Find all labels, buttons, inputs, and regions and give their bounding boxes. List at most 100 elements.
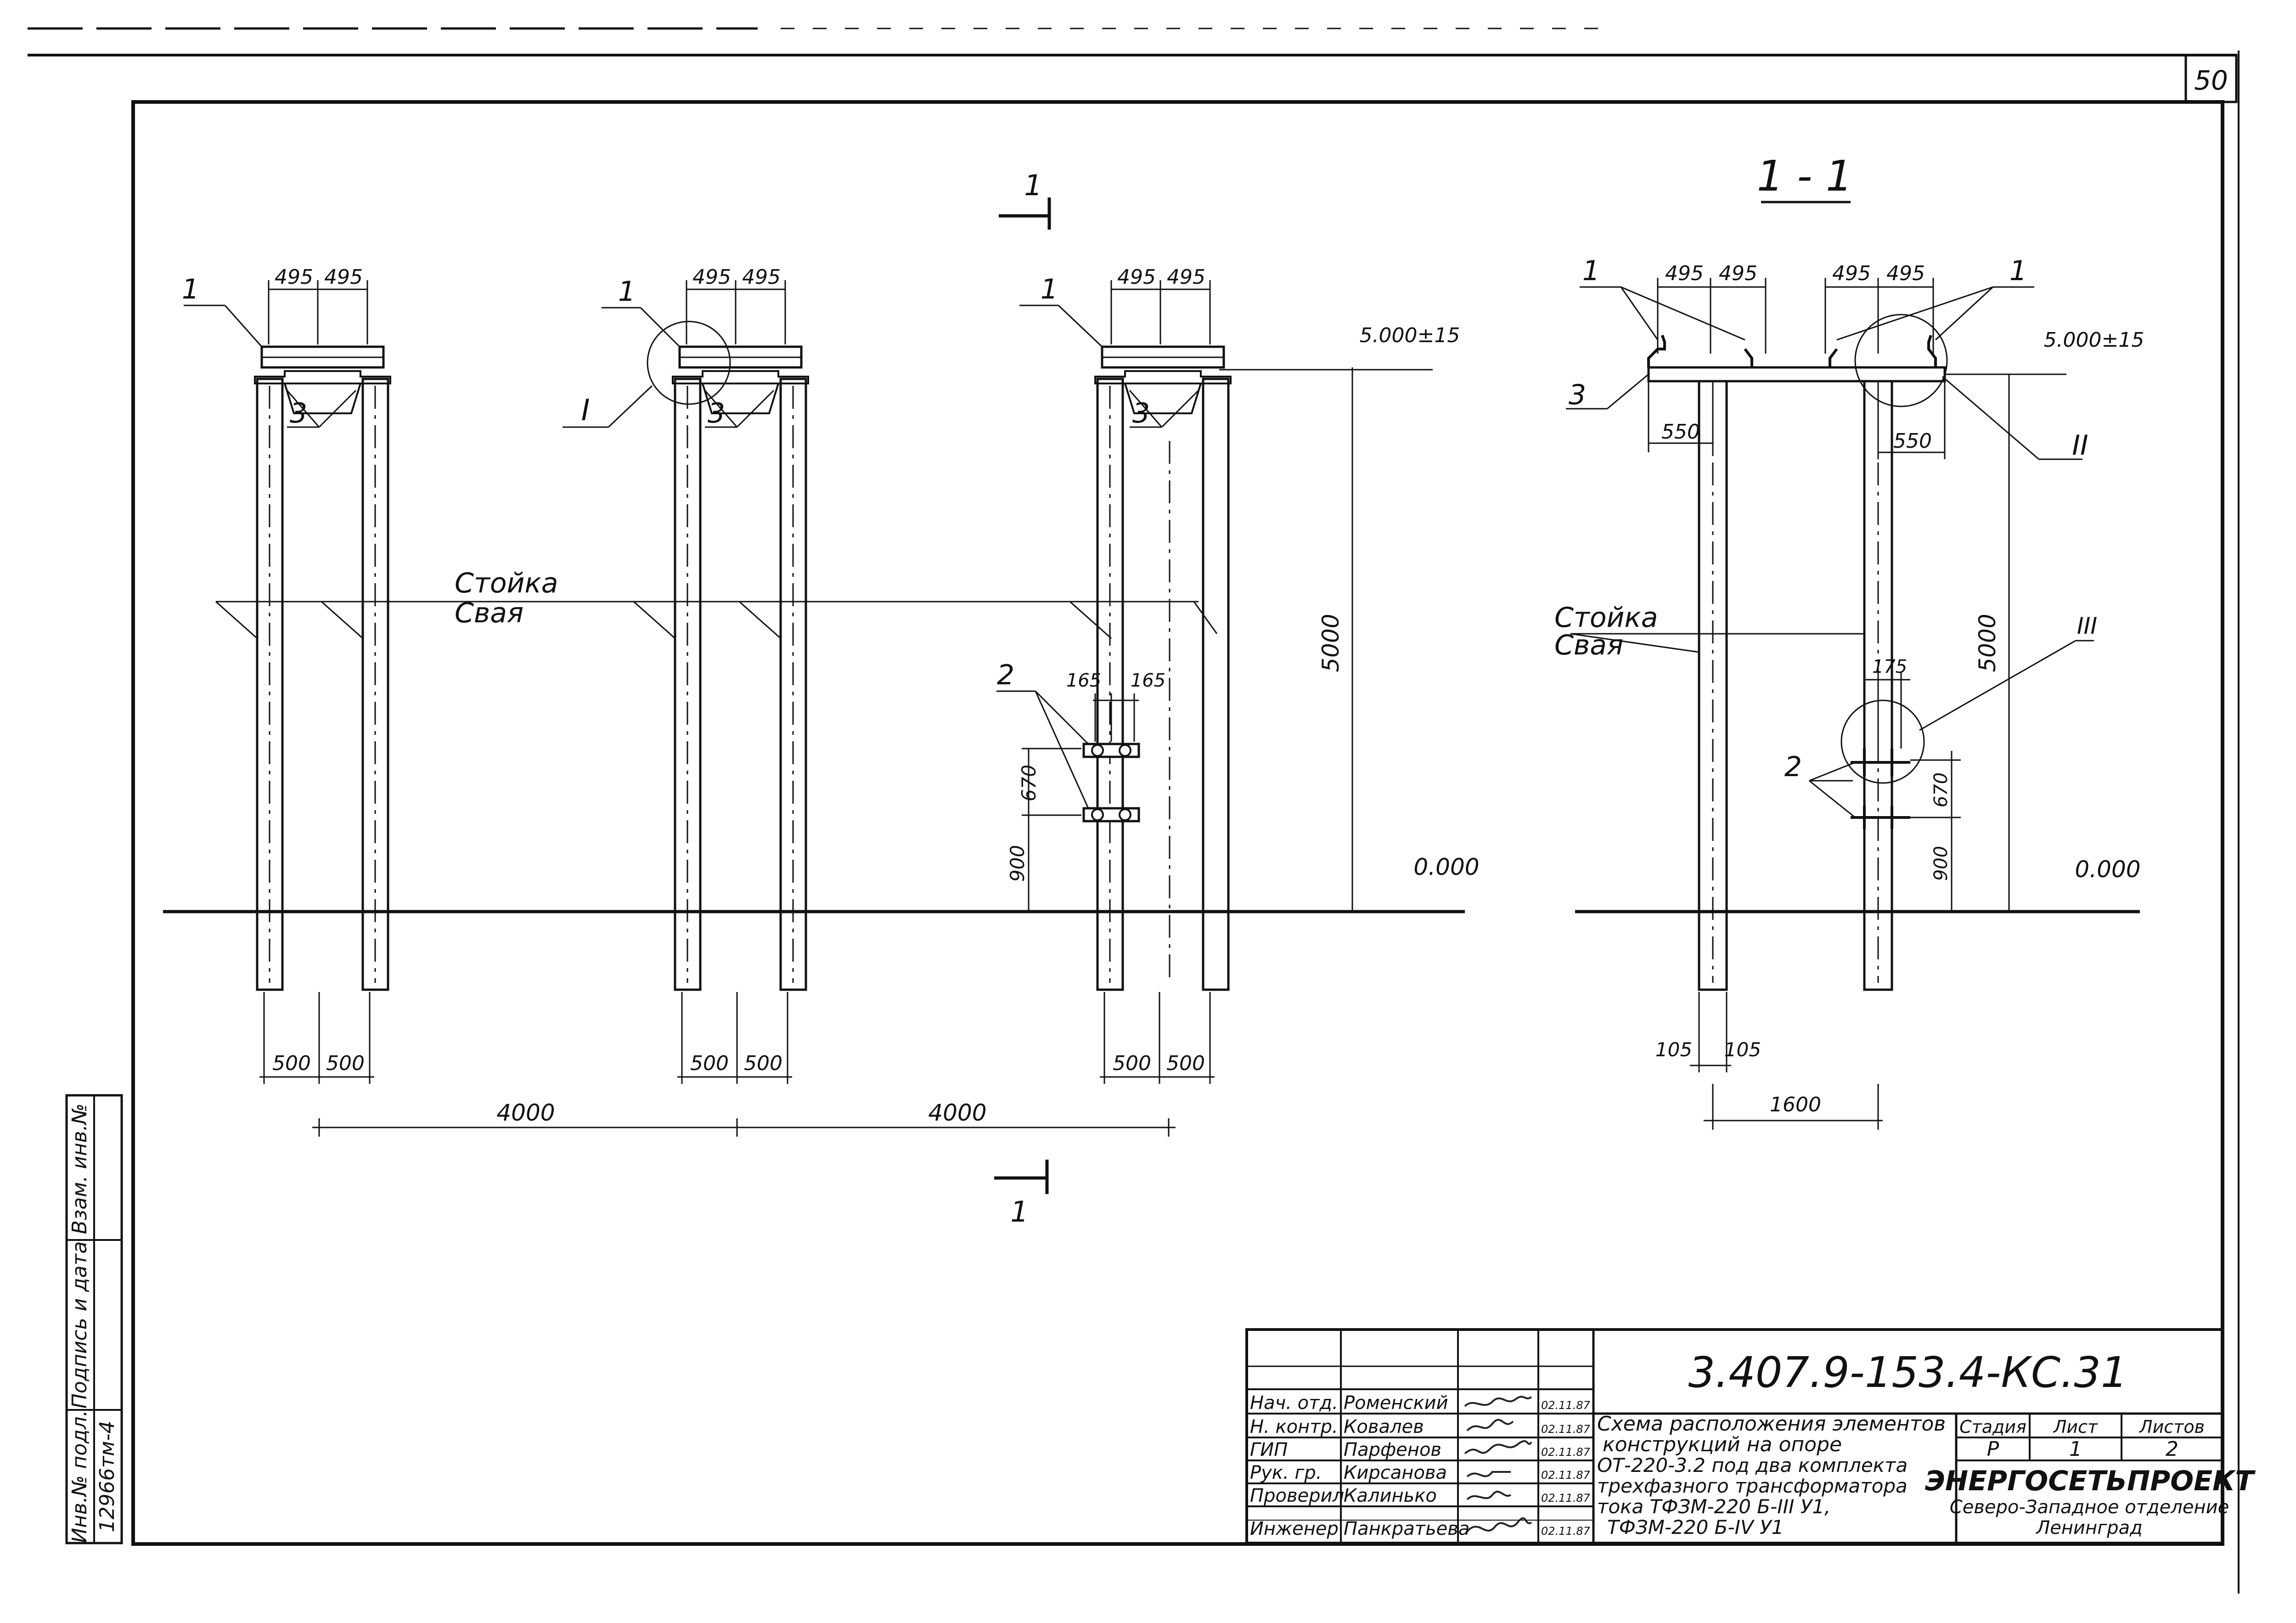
front-dimensions xyxy=(259,280,1433,1137)
label-post-front: Стойка xyxy=(455,567,558,599)
sig-role-0: Нач. отд. xyxy=(1250,1392,1338,1414)
side-stamp-signature: Подпись и дата xyxy=(68,1241,91,1409)
dim-165-a: 165 xyxy=(1066,670,1101,691)
stage-block: Стадия Лист Листов Р 1 2 ЭНЕРГОСЕТЬПРОЕК… xyxy=(1925,1417,2256,1538)
dim-165-b: 165 xyxy=(1131,670,1165,691)
sec-dim-175: 175 xyxy=(1872,656,1907,677)
sig-date-4: 02.11.87 xyxy=(1541,1492,1591,1505)
drawing-title: Схема расположения элементов конструкций… xyxy=(1597,1412,1946,1538)
signature-rows: Нач. отд. Роменский 02.11.87 Н. контр. К… xyxy=(1250,1392,1591,1539)
callout-3-a: 3 xyxy=(290,397,307,429)
dim-495-c: 495 xyxy=(692,265,731,289)
org-name: ЭНЕРГОСЕТЬПРОЕКТ xyxy=(1925,1465,2256,1497)
stage-header: Стадия xyxy=(1959,1417,2026,1437)
dim-495-a: 495 xyxy=(275,265,313,289)
sec-dim-495-d: 495 xyxy=(1886,262,1925,285)
elev-ground-front: 0.000 xyxy=(1413,854,1479,880)
sig-role-5: Инженер xyxy=(1250,1518,1339,1539)
title-line-1: конструкций на опоре xyxy=(1603,1433,1842,1456)
sig-role-4: Проверил xyxy=(1250,1485,1344,1506)
callout-1-c: 1 xyxy=(1041,273,1058,305)
sig-date-3: 02.11.87 xyxy=(1541,1469,1591,1482)
dim-500-e: 500 xyxy=(1113,1052,1151,1075)
support-1 xyxy=(254,345,391,991)
section-callouts xyxy=(1566,286,2094,818)
dim-500-d: 500 xyxy=(744,1052,782,1075)
dim-495-f: 495 xyxy=(1167,265,1205,289)
sig-date-5: 02.11.87 xyxy=(1541,1525,1591,1538)
sec-dim-105-b: 105 xyxy=(1724,1038,1761,1061)
section-title: 1 - 1 xyxy=(1757,152,1853,201)
dim-900-front: 900 xyxy=(1006,845,1029,882)
sec-dim-5000: 5000 xyxy=(1974,614,2001,672)
sig-name-4: Калинько xyxy=(1344,1485,1437,1506)
section-marker-bottom: 1 xyxy=(994,1160,1049,1229)
sec-dim-495-c: 495 xyxy=(1832,262,1871,285)
dim-495-e: 495 xyxy=(1117,265,1156,289)
signature-scribbles xyxy=(1464,1396,1532,1533)
sec-dim-495-a: 495 xyxy=(1665,262,1704,285)
label-pile-front: Свая xyxy=(455,597,523,629)
section-view xyxy=(1647,314,1948,991)
callout-detail-I: I xyxy=(581,394,590,428)
title-line-0: Схема расположения элементов xyxy=(1597,1412,1946,1436)
sheet-number: 50 xyxy=(2194,65,2228,96)
section-callout-labels: 1 1 3 II III 2 Стойка Свая xyxy=(1554,255,2097,783)
org-city: Ленинград xyxy=(2035,1517,2143,1538)
front-callouts xyxy=(184,304,1218,809)
sec-callout-1-a: 1 xyxy=(1582,255,1600,287)
sig-name-5: Панкратьева xyxy=(1344,1518,1469,1539)
callout-1-a: 1 xyxy=(182,273,199,305)
side-stamp-inventory: Инв.№ подл. xyxy=(68,1410,91,1543)
callout-1-b: 1 xyxy=(618,276,636,308)
dim-670-front: 670 xyxy=(1018,765,1040,801)
label-pile-section: Свая xyxy=(1554,629,1623,661)
callout-3-c: 3 xyxy=(1132,397,1150,429)
dim-495-b: 495 xyxy=(324,265,363,289)
sec-elev-top: 5.000±15 xyxy=(2044,328,2144,352)
sig-role-1: Н. контр. xyxy=(1250,1416,1338,1437)
sheet-frame xyxy=(28,27,2240,1594)
sec-dim-1600: 1600 xyxy=(1770,1093,1821,1116)
sig-date-2: 02.11.87 xyxy=(1541,1446,1591,1459)
sec-callout-II: II xyxy=(2072,429,2088,462)
label-post-section: Стойка xyxy=(1554,602,1658,634)
section-dimensions xyxy=(1648,278,2066,1130)
section-marker-top: 1 xyxy=(999,169,1051,230)
sec-dim-550-a: 550 xyxy=(1661,420,1700,444)
sec-dim-900: 900 xyxy=(1930,846,1952,881)
sheets-value: 2 xyxy=(2166,1437,2178,1461)
elev-top-front: 5.000±15 xyxy=(1360,324,1460,347)
sig-name-1: Ковалев xyxy=(1344,1416,1424,1437)
title-line-5: ТФЗМ-220 Б-IV У1 xyxy=(1607,1516,1784,1538)
callout-3-b: 3 xyxy=(708,397,725,429)
sig-role-2: ГИП xyxy=(1250,1439,1288,1460)
section-dimension-labels: 495 495 495 495 550 550 5000 5.000±15 0.… xyxy=(1655,262,2144,1116)
dim-500-b: 500 xyxy=(326,1052,365,1075)
title-line-3: трехфазного трансформатора xyxy=(1597,1475,1908,1497)
sec-callout-2: 2 xyxy=(1784,751,1802,783)
dim-500-a: 500 xyxy=(272,1052,311,1075)
front-callout-labels: 1 1 1 3 3 3 I 2 Стойка Свая xyxy=(182,273,1150,691)
sec-dim-550-b: 550 xyxy=(1893,429,1932,453)
drawing-code: 3.407.9-153.4-КС.31 xyxy=(1688,1348,2128,1397)
sig-name-0: Роменский xyxy=(1344,1392,1448,1414)
front-dimension-labels: 495 495 495 495 495 495 500 500 500 500 … xyxy=(272,265,1480,1126)
sheets-header: Листов xyxy=(2138,1417,2205,1437)
title-line-4: тока ТФЗМ-220 Б-III У1, xyxy=(1597,1495,1830,1518)
sig-role-3: Рук. гр. xyxy=(1250,1462,1322,1483)
dim-500-c: 500 xyxy=(690,1052,729,1075)
sec-elev-ground: 0.000 xyxy=(2075,856,2140,883)
stage-value: Р xyxy=(1987,1437,1999,1461)
sec-callout-1-b: 1 xyxy=(2009,255,2027,287)
section-marker-top-label: 1 xyxy=(1024,169,1042,202)
support-3 xyxy=(1082,345,1232,991)
sec-dim-105-a: 105 xyxy=(1655,1038,1692,1061)
title-block xyxy=(1245,1328,2224,1544)
sec-dim-670: 670 xyxy=(1930,772,1952,807)
dim-4000-b: 4000 xyxy=(928,1099,986,1126)
callout-2-front: 2 xyxy=(997,659,1014,691)
sig-name-2: Парфенов xyxy=(1344,1439,1441,1460)
sheet-value: 1 xyxy=(2069,1437,2082,1461)
